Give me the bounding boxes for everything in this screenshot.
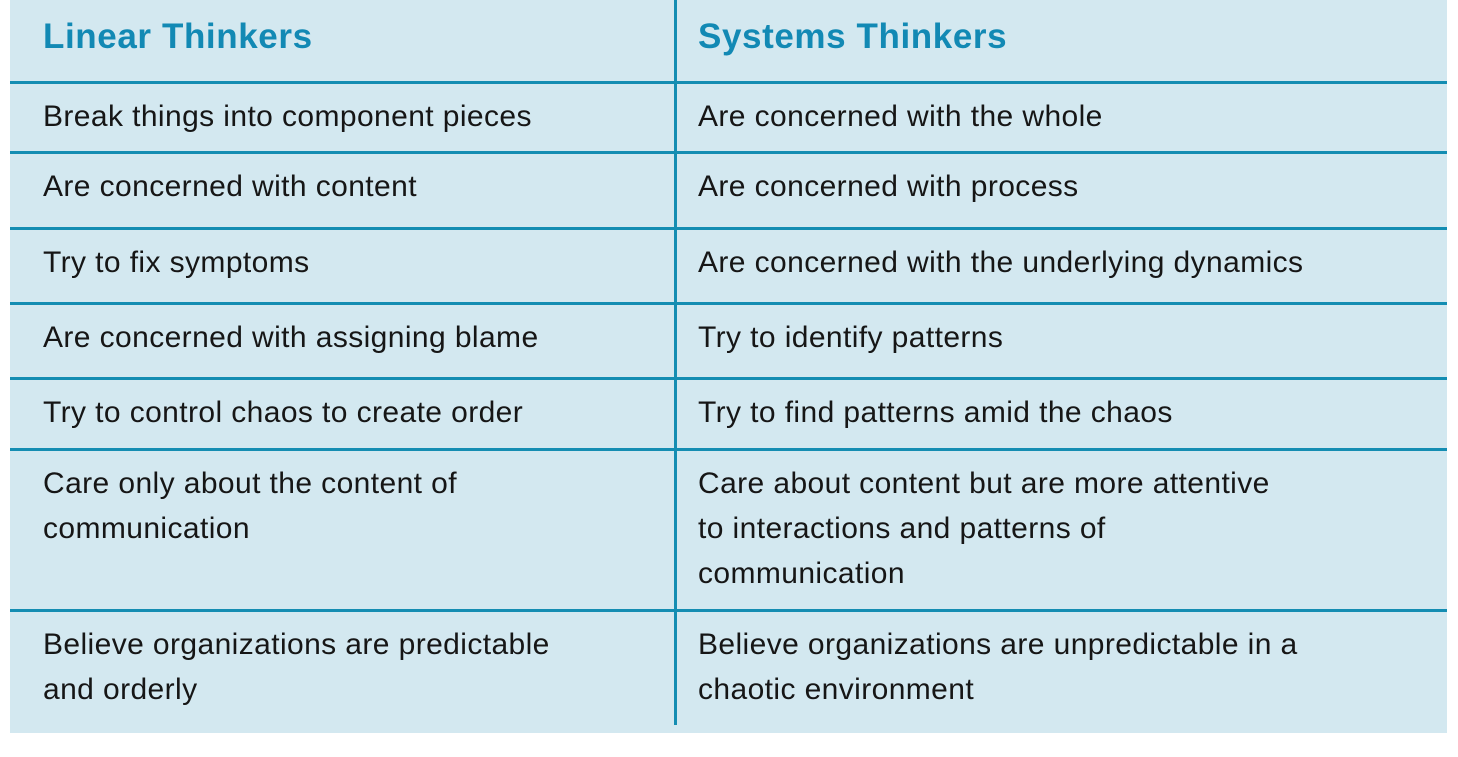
column-header-systems-thinkers: Systems Thinkers	[698, 17, 1008, 56]
table-row: Try to control chaos to create order Try…	[10, 377, 1447, 448]
column-header-linear-thinkers: Linear Thinkers	[43, 17, 313, 56]
cell-systems: Care about content but are more attentiv…	[698, 467, 1270, 590]
cell-systems: Try to identify patterns	[698, 321, 1004, 354]
column-divider-line	[674, 0, 677, 725]
table-row: Are concerned with assigning blame Try t…	[10, 302, 1447, 377]
table-header-row: Linear Thinkers Systems Thinkers	[10, 0, 1447, 81]
cell-linear: Care only about the content of communica…	[43, 467, 457, 545]
cell-linear: Try to fix symptoms	[43, 246, 310, 279]
cell-systems: Try to find patterns amid the chaos	[698, 396, 1173, 429]
table-row: Break things into component pieces Are c…	[10, 81, 1447, 151]
cell-systems: Are concerned with the underlying dynami…	[698, 246, 1304, 279]
comparison-table: Linear Thinkers Systems Thinkers Break t…	[10, 0, 1447, 733]
cell-linear: Are concerned with content	[43, 170, 417, 203]
cell-systems: Are concerned with the whole	[698, 100, 1103, 133]
table-row: Try to fix symptoms Are concerned with t…	[10, 227, 1447, 302]
cell-linear: Try to control chaos to create order	[43, 396, 524, 429]
cell-systems: Believe organizations are unpredictable …	[698, 628, 1298, 706]
cell-linear: Are concerned with assigning blame	[43, 321, 539, 354]
table-row: Care only about the content of communica…	[10, 448, 1447, 609]
table-row: Believe organizations are predictable an…	[10, 609, 1447, 733]
cell-linear: Break things into component pieces	[43, 100, 532, 133]
cell-systems: Are concerned with process	[698, 170, 1079, 203]
table-row: Are concerned with content Are concerned…	[10, 151, 1447, 227]
cell-linear: Believe organizations are predictable an…	[43, 628, 550, 706]
